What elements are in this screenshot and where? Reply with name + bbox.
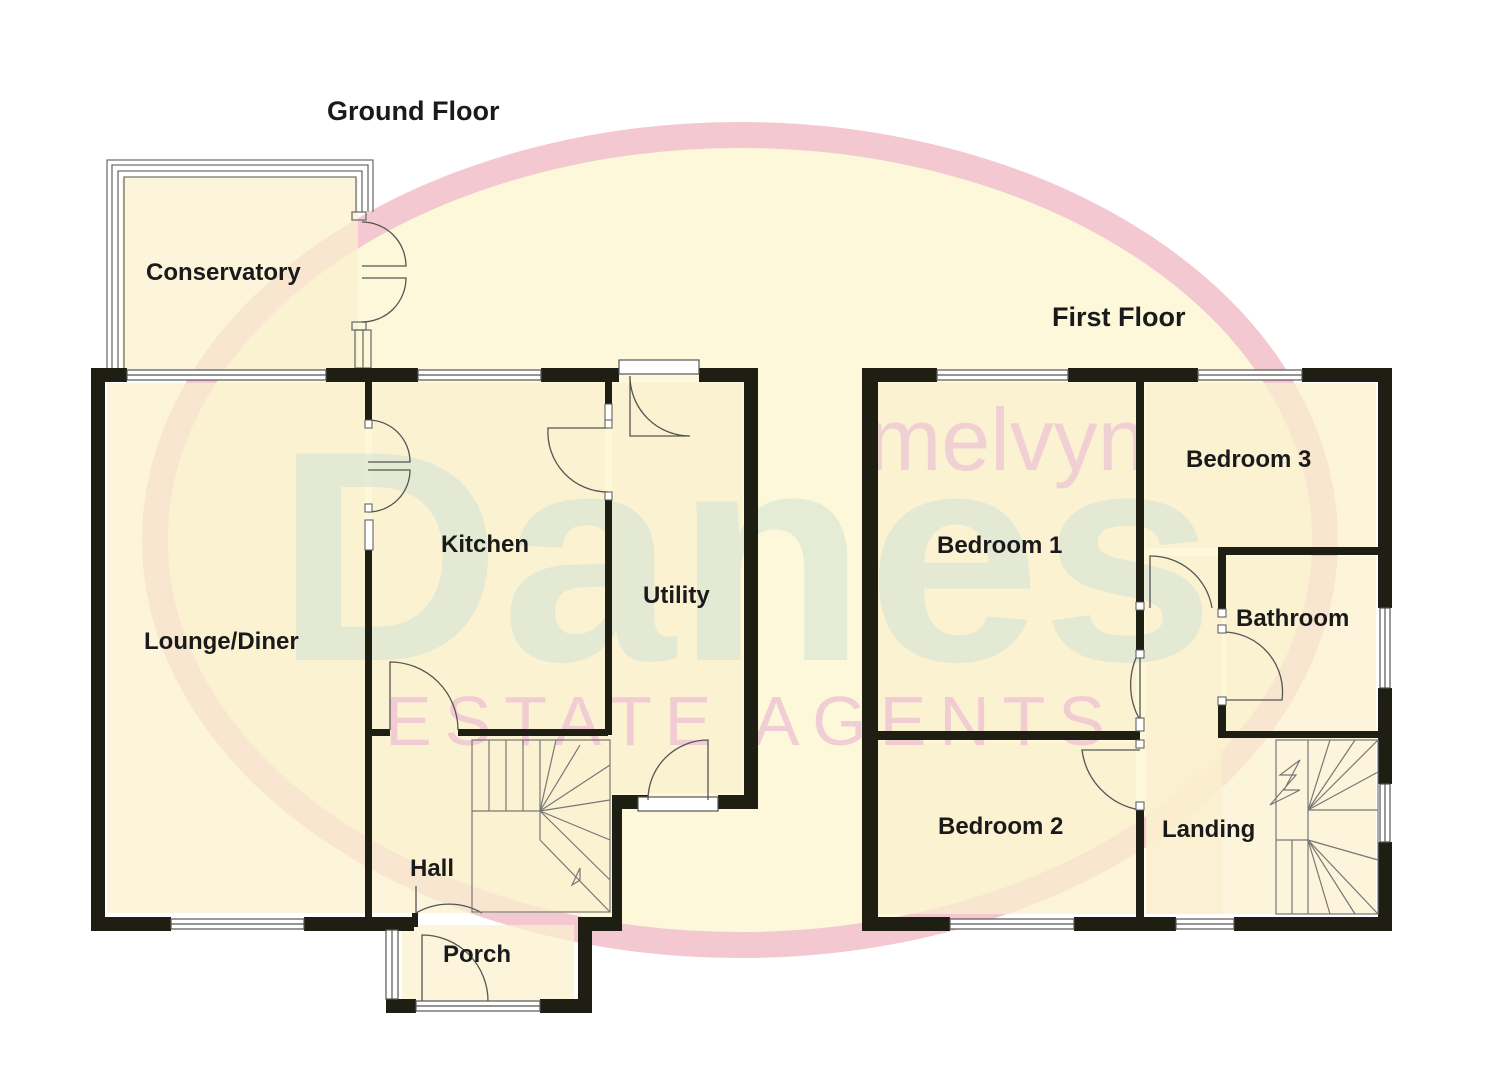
lounge-fill [107,383,365,913]
room-label-bedroom2: Bedroom 2 [938,813,1064,840]
room-label-landing: Landing [1162,816,1256,843]
bathroom-fill [1226,556,1376,731]
kitchen-fill [372,383,605,733]
watermark-melvyn: melvyn [868,390,1147,489]
room-label-lounge: Lounge/Diner [144,628,299,655]
room-label-hall: Hall [410,855,455,882]
ground-walls [91,368,758,1013]
bedroom1-fill [878,383,1136,731]
conservatory-fill [122,178,358,375]
first-walls [862,368,1392,931]
ground-doors [361,221,709,1002]
first-stairs [1269,739,1379,915]
room-label-porch: Porch [443,941,512,968]
room-label-utility: Utility [643,582,710,609]
room-label-bedroom1: Bedroom 1 [937,532,1063,559]
first-floor-title: First Floor [1052,302,1186,332]
ground-floor-title: Ground Floor [327,96,500,126]
room-fills [107,178,1376,1005]
ground-interior-walls [365,382,612,927]
ground-stairs [471,739,611,913]
hall-fill [372,733,612,913]
ground-door-posts [364,403,613,551]
ground-windows [126,359,719,1012]
utility-fill [612,383,742,793]
room-label-conservatory: Conservatory [146,259,301,286]
room-label-kitchen: Kitchen [441,531,530,558]
room-label-bedroom3: Bedroom 3 [1186,446,1312,473]
room-label-bathroom: Bathroom [1236,605,1350,632]
conservatory-frame [106,159,374,369]
first-interior-walls [878,382,1378,917]
bedroom2-fill [878,742,1136,914]
first-door-posts [1135,601,1227,811]
landing-lower-fill [1146,738,1376,914]
first-windows [936,369,1391,930]
bedroom3-fill [1146,383,1376,548]
